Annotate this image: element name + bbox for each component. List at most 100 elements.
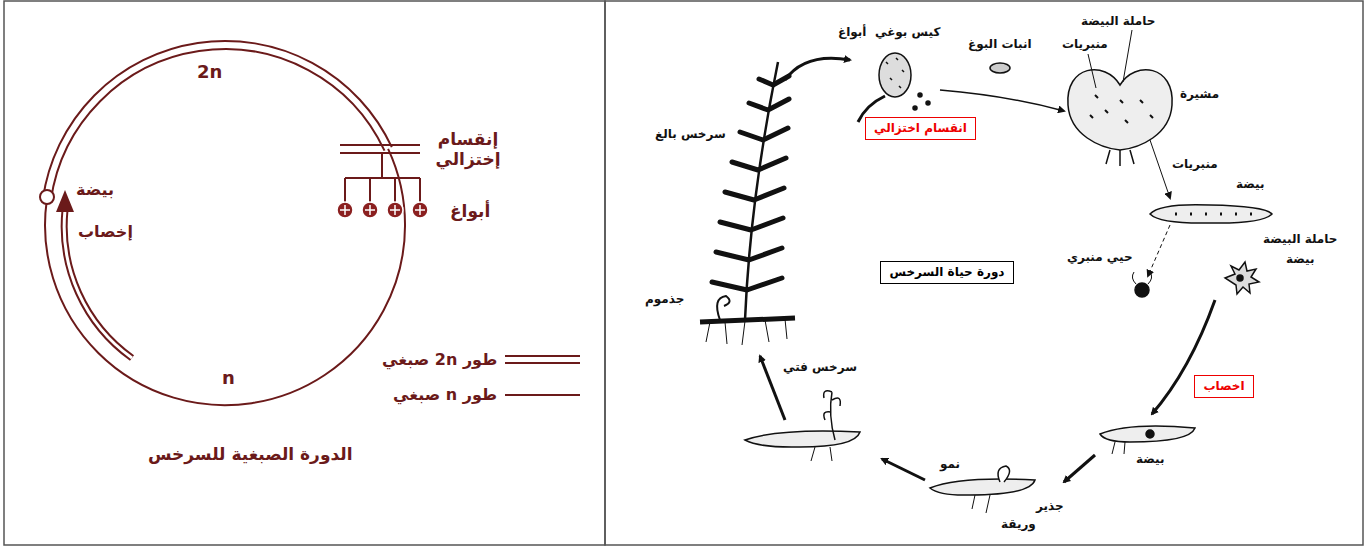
leader-line	[1123, 30, 1132, 82]
part-label: نمو	[940, 458, 960, 472]
part-label: سرخس فتي	[783, 361, 857, 375]
young-sporophyte-stage	[930, 479, 1035, 495]
meiosis-bar	[340, 144, 420, 146]
leaflet	[716, 248, 782, 260]
rhizoids	[1106, 150, 1134, 166]
legend-text: طور n صبغي	[393, 386, 497, 404]
part-label: كيس بوغي	[875, 26, 940, 40]
part-label: إنقسام إختزالي	[428, 130, 508, 169]
part-label: أبواغ	[450, 202, 490, 222]
part-label: أبواغ	[838, 26, 866, 40]
spore	[918, 93, 922, 97]
old-prothallus	[745, 431, 860, 447]
part-label: الدورة الصبغية للسرخس	[148, 445, 352, 465]
legend-line-sample	[505, 362, 580, 364]
spore-cross	[340, 205, 425, 215]
stage-box: اخصاب	[1194, 375, 1254, 398]
leaflet	[740, 128, 788, 140]
fertilized-prothallus	[1100, 426, 1195, 442]
part-label: جذير	[1036, 500, 1064, 514]
egg-cell	[1237, 275, 1243, 281]
part-label: سرخس بالغ	[655, 128, 726, 142]
part-label: حاملة البيضة	[1263, 233, 1337, 247]
part-label: جذموم	[645, 293, 684, 307]
fertilization-arrow	[64, 210, 132, 358]
prothallus-dots	[1175, 213, 1252, 216]
leaflet	[725, 188, 784, 200]
fertilization-arrow	[64, 210, 132, 358]
diploid-arc	[51, 49, 385, 200]
box-text: انقسام اختزالي	[873, 121, 968, 135]
part-label: انبات البوغ	[968, 38, 1032, 52]
stage-box: انقسام اختزالي	[865, 117, 976, 140]
leaflet	[759, 76, 789, 85]
panel-frame	[4, 1, 605, 545]
fiddlehead	[717, 296, 729, 320]
panel-frame	[605, 1, 1363, 545]
part-label: 2n	[197, 62, 222, 83]
archegonium	[1225, 262, 1259, 294]
diploid-arc	[43, 41, 392, 199]
prothallus-side	[1150, 205, 1272, 223]
title-box: دورة حياة السرخس	[880, 261, 1014, 284]
leaflet	[749, 99, 789, 110]
fern-life-cycle	[700, 30, 1272, 513]
part-label: بيضة	[1286, 253, 1315, 267]
chromosome-cycle	[40, 41, 420, 405]
sperm	[1135, 283, 1149, 297]
cycle-arrow	[1150, 140, 1170, 198]
antheridia-dots	[1090, 95, 1153, 123]
meiosis-bar	[340, 152, 420, 154]
sporangium	[879, 53, 911, 97]
spore	[926, 101, 930, 105]
sperm-flagella	[1132, 272, 1151, 284]
cycle-arrow	[785, 58, 850, 80]
part-label: منبريات	[1172, 158, 1218, 172]
part-label: n	[222, 368, 235, 389]
legend-line-sample	[505, 355, 580, 357]
leader-line	[1088, 54, 1096, 88]
leaflet	[732, 158, 786, 170]
cycle-arrow	[940, 90, 1064, 111]
box-text: دورة حياة السرخس	[888, 265, 1006, 279]
sporangium-dots	[886, 58, 904, 88]
part-label: بيضة	[1236, 178, 1265, 192]
part-label: حاملة البيضة	[1081, 15, 1155, 29]
root	[811, 447, 832, 461]
roots	[706, 319, 787, 345]
split-line	[345, 177, 420, 179]
part-label: حيي منبري	[1067, 251, 1133, 265]
part-label: بيضة	[1136, 453, 1165, 467]
leaflet	[712, 278, 782, 290]
leaflets	[712, 76, 789, 290]
part-label: منبريات	[1062, 38, 1108, 52]
part-label: وريقة	[1001, 518, 1036, 532]
cycle-arrow	[882, 459, 925, 480]
first-leaf	[998, 466, 1010, 482]
spore	[913, 106, 917, 110]
split-line	[381, 153, 383, 178]
split-line	[344, 178, 346, 202]
box-text: اخصاب	[1202, 379, 1246, 393]
egg-symbol	[40, 190, 54, 204]
part-label: إخصاب	[78, 223, 133, 241]
part-label: مشيرة	[1180, 88, 1219, 102]
split-line	[394, 178, 396, 202]
spore-symbols	[337, 202, 428, 218]
arrowhead	[56, 190, 74, 212]
rhizome	[700, 318, 795, 322]
leaflet	[720, 218, 783, 230]
young-fern	[824, 391, 841, 440]
split-line	[369, 178, 371, 202]
cycle-arrow	[760, 356, 785, 420]
legend-line-sample	[505, 394, 580, 396]
legend-text: طور 2n صبغي	[382, 351, 497, 369]
zygote	[1146, 430, 1154, 438]
split-line	[419, 178, 421, 202]
legend-samples	[505, 356, 580, 395]
prothallus	[1068, 70, 1172, 150]
cycle-arrow	[1064, 455, 1095, 482]
rhizoids	[1112, 442, 1125, 454]
germinating-spore	[990, 63, 1010, 73]
